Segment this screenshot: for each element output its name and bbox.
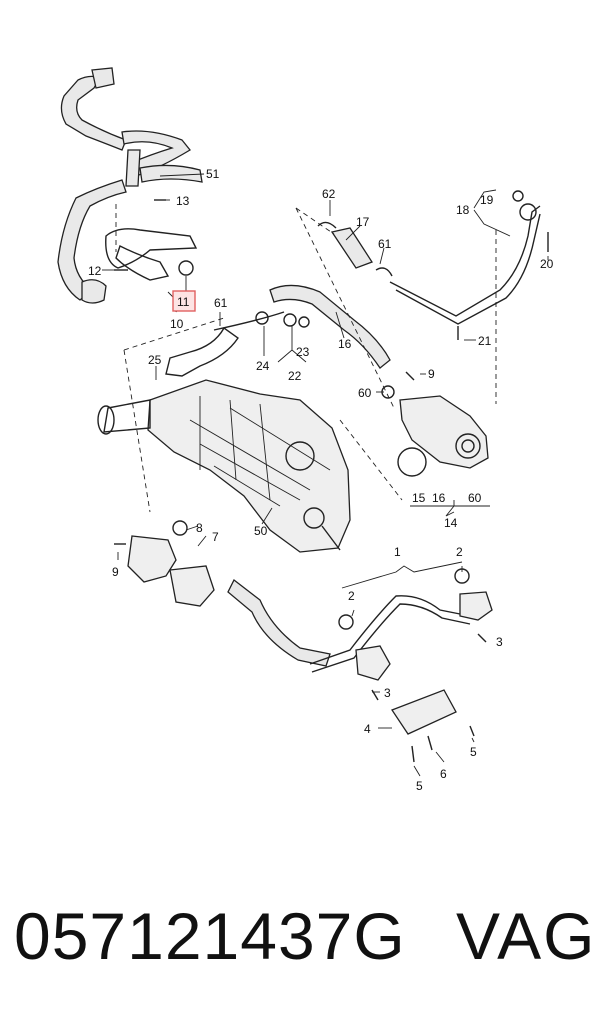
callout-2a: 2 <box>348 589 355 603</box>
callout-17: 17 <box>356 215 370 229</box>
callout-50: 50 <box>254 524 268 538</box>
callout-labels: 51 13 12 11 10 61 25 24 23 22 16 62 17 6… <box>88 167 554 793</box>
callout-16b: 16 <box>432 491 446 505</box>
lower-left-pump <box>114 520 331 667</box>
callout-3a: 3 <box>496 635 503 649</box>
callout-8: 8 <box>196 521 203 535</box>
callout-23: 23 <box>296 345 310 359</box>
callout-60: 60 <box>358 386 372 400</box>
lower-pipe-assembly <box>309 568 493 763</box>
callout-13: 13 <box>176 194 190 208</box>
callout-62: 62 <box>322 187 336 201</box>
part-number: 057121437G <box>14 899 406 973</box>
callout-15: 15 <box>412 491 426 505</box>
parts-diagram: 51 13 12 11 10 61 25 24 23 22 16 62 17 6… <box>57 67 554 793</box>
callout-9b: 9 <box>112 565 119 579</box>
callout-19: 19 <box>480 193 494 207</box>
callout-51: 51 <box>206 167 220 181</box>
callout-2b: 2 <box>456 545 463 559</box>
callout-5a: 5 <box>416 779 423 793</box>
callout-25: 25 <box>148 353 162 367</box>
callout-21: 21 <box>478 334 492 348</box>
callout-4: 4 <box>364 722 371 736</box>
callout-18: 18 <box>456 203 470 217</box>
callout-22: 22 <box>288 369 302 383</box>
callout-11: 11 <box>177 295 190 309</box>
callout-5b: 5 <box>470 745 477 759</box>
callout-7: 7 <box>212 530 219 544</box>
upper-hose-assembly <box>57 67 203 304</box>
callout-24: 24 <box>256 359 270 373</box>
callout-61b: 61 <box>378 237 392 251</box>
callout-16a: 16 <box>338 337 352 351</box>
grouping-lines <box>115 204 497 513</box>
callout-3b: 3 <box>384 686 391 700</box>
callout-20: 20 <box>540 257 554 271</box>
highlight-box <box>172 290 196 312</box>
callout-60b: 60 <box>468 491 482 505</box>
callout-10: 10 <box>170 317 184 331</box>
callout-6: 6 <box>440 767 447 781</box>
coolant-pump-housing <box>97 379 351 553</box>
central-hoses <box>165 190 549 377</box>
brand-label: VAG <box>456 899 597 973</box>
callout-9: 9 <box>428 367 435 381</box>
caption: 057121437G VAG <box>0 888 600 998</box>
callout-1: 1 <box>394 545 401 559</box>
callout-12: 12 <box>88 264 102 278</box>
callout-61: 61 <box>214 296 228 310</box>
callout-14: 14 <box>444 516 458 530</box>
thermostat-housing <box>381 371 489 477</box>
